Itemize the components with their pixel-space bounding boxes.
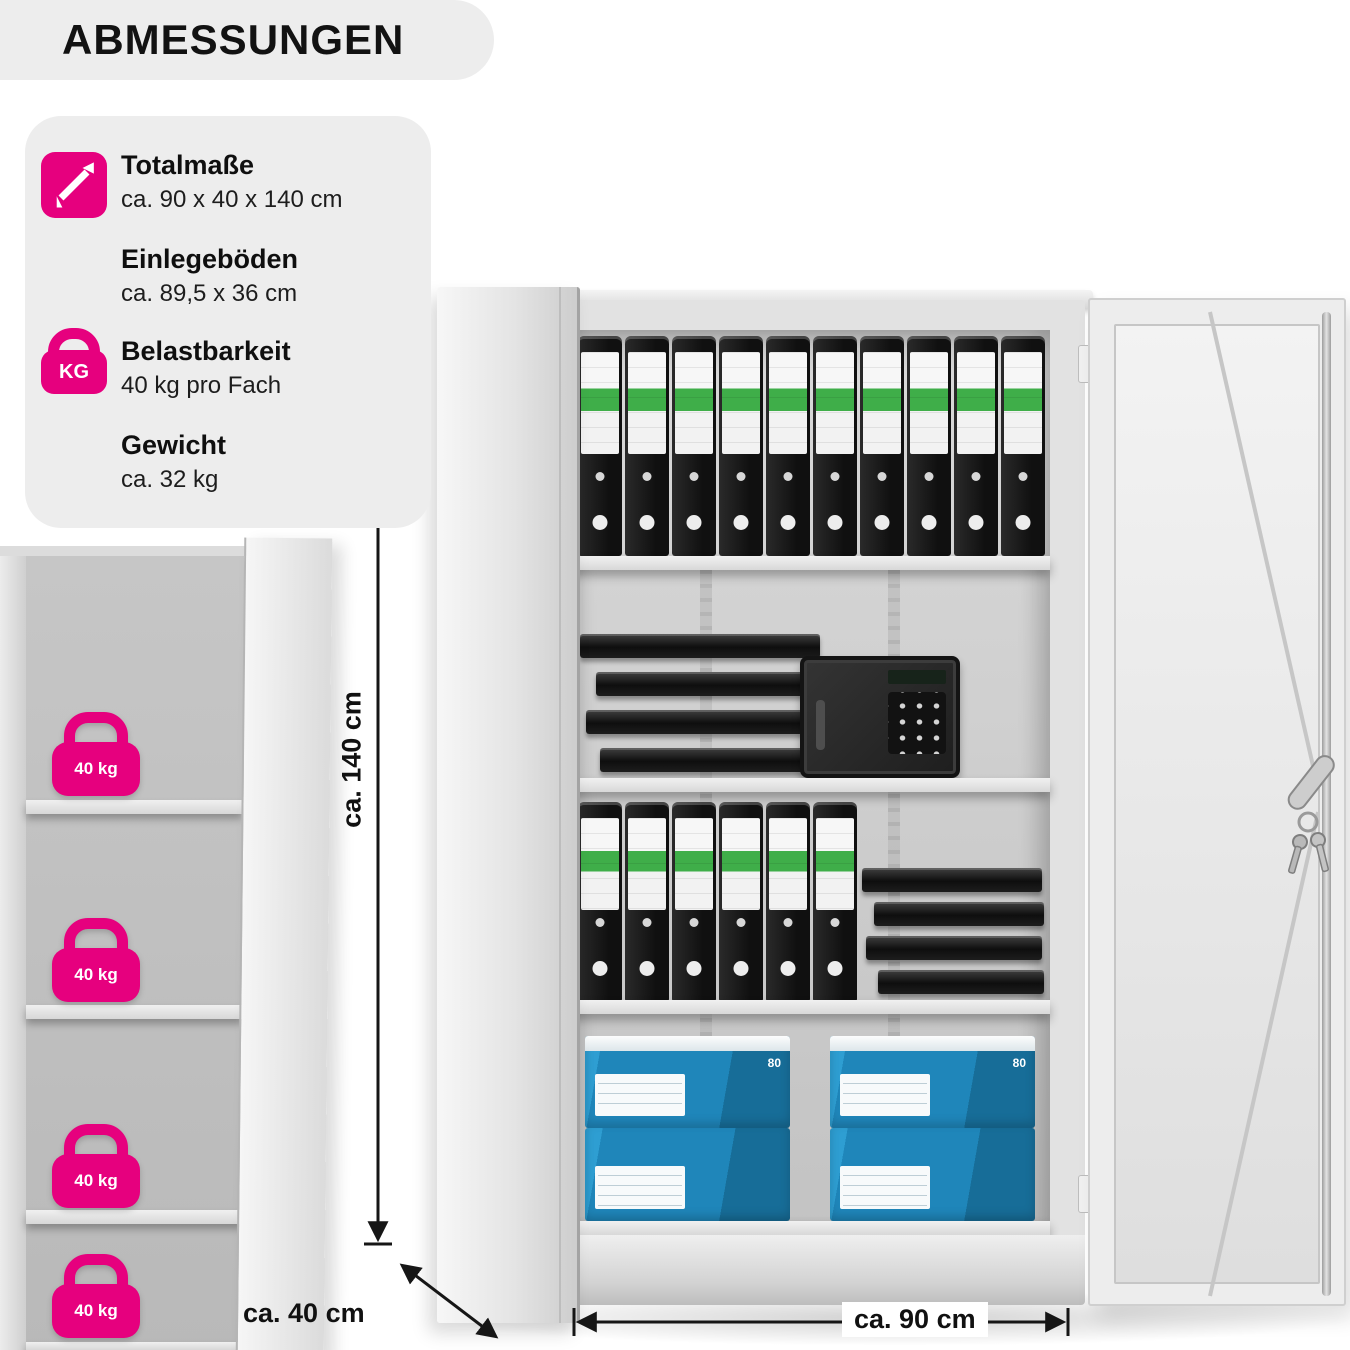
ring-binder [625,336,669,556]
safe-display [888,670,946,684]
paper-box-label [595,1073,686,1116]
letter-tray [874,902,1044,926]
spec-label: Gewicht [121,430,227,460]
weight-badge-label: 40 kg [52,1284,140,1338]
paper-box [830,1128,1035,1221]
ring-binder [813,802,857,1002]
weight-badge-icon: 40 kg [52,918,140,1002]
spec-label: Totalmaße [121,150,255,180]
specs-panel: Totalmaße ca. 90 x 40 x 140 cm Einlegebö… [25,116,431,528]
shelf-board [26,1005,242,1019]
ring-binder [578,802,622,1002]
weight-badge-icon: 40 kg [52,1254,140,1338]
paper-box [585,1128,790,1221]
letter-tray [596,672,824,696]
safe-handle [816,700,825,750]
cabinet-floor [565,1221,1050,1235]
height-dimension-label: ca. 140 cm [336,691,367,828]
shelf-board [26,1342,242,1350]
page-title: ABMESSUNGEN [62,16,405,63]
ring-binder [907,336,951,556]
electronic-safe [800,656,960,778]
ring-binder [719,336,763,556]
ring-binder [672,802,716,1002]
kg-icon-label: KG [41,350,107,394]
depth-dimension-label: ca. 40 cm [243,1298,365,1328]
paper-box: 80 [830,1036,1035,1128]
safe-keypad [888,692,946,754]
shelf-board [565,778,1050,792]
letter-tray [866,936,1042,960]
dimensions-icon [41,152,107,218]
ring-binder [1001,336,1045,556]
header-banner: ABMESSUNGEN [0,0,494,80]
shelf-board [565,1000,1050,1014]
lock-rod [1322,312,1331,1296]
spec-value: ca. 32 kg [121,466,219,493]
spec-value: ca. 90 x 40 x 140 cm [121,186,343,213]
kettlebell-kg-icon: KG [41,328,107,394]
weight-badge-icon: 40 kg [52,712,140,796]
spec-value: 40 kg pro Fach [121,372,282,399]
door-inner-panel [1114,324,1320,1284]
reference-cabinet-door [235,537,333,1350]
weight-badge-label: 40 kg [52,948,140,1002]
weight-badge-icon: 40 kg [52,1124,140,1208]
cabinet-base [520,1235,1085,1305]
ring-binder [578,336,622,556]
weight-badge-label: 40 kg [52,1154,140,1208]
left-door [437,287,580,1323]
paper-box-badge: 80 [767,1056,781,1070]
diagonal-arrows-icon [56,162,94,208]
weight-badge-label: 40 kg [52,742,140,796]
spec-label: Belastbarkeit [121,336,291,366]
letter-tray [878,970,1044,994]
width-dimension-label: ca. 90 cm [842,1302,988,1337]
ring-binder [954,336,998,556]
letter-tray [580,634,820,658]
paper-box-lid [830,1036,1035,1051]
letter-tray [586,710,822,734]
paper-box-label [840,1166,931,1209]
reference-cabinet-top [0,546,256,556]
paper-box-label [840,1073,931,1116]
paper-box-badge: 80 [1012,1056,1026,1070]
ring-binder [766,802,810,1002]
spec-value: ca. 89,5 x 36 cm [121,280,298,307]
ring-binder [719,802,763,1002]
ring-binder [766,336,810,556]
ring-binder [813,336,857,556]
ring-binder [625,802,669,1002]
ring-binder [672,336,716,556]
shelf-board [26,800,242,814]
paper-box: 80 [585,1036,790,1128]
spec-label: Einlegeböden [121,244,299,274]
letter-tray [600,748,824,772]
paper-box-label [595,1166,686,1209]
ring-binder [860,336,904,556]
shelf-board [26,1210,242,1224]
shelf-board [565,556,1050,570]
letter-tray [862,868,1042,892]
reference-cabinet-side [0,552,26,1350]
paper-box-lid [585,1036,790,1051]
